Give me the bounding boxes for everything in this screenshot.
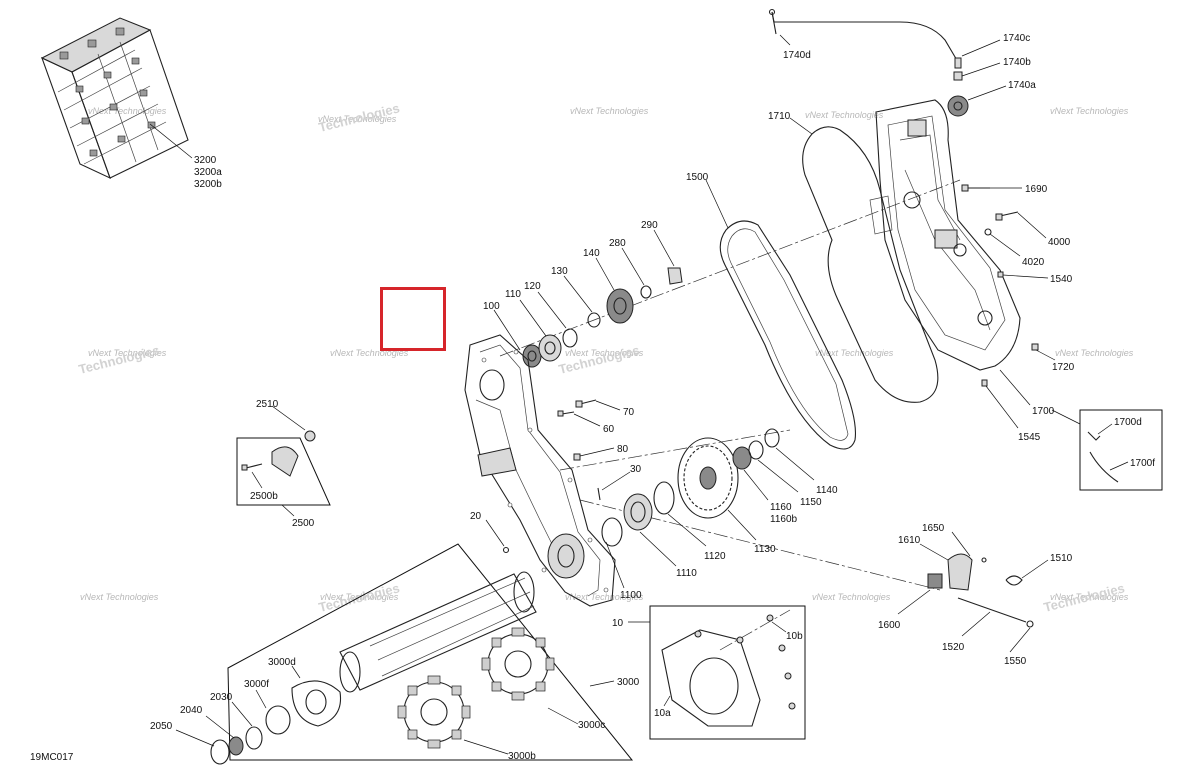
callout-1520: 1520 bbox=[942, 642, 965, 653]
callout-2510: 2510 bbox=[256, 399, 279, 410]
callout-140: 140 bbox=[583, 248, 600, 259]
callout-3000c: 3000c bbox=[578, 720, 605, 731]
watermark: vNext Technologies bbox=[88, 106, 167, 116]
inset-2500: 2510 2500b 2500 bbox=[236, 399, 331, 529]
callout-3000b: 3000b bbox=[508, 751, 536, 762]
watermark: vNext Technologies bbox=[812, 592, 891, 602]
upper-gear-stack: 100 110 120 130 140 280 290 bbox=[483, 220, 683, 368]
figure-code: 19MC017 bbox=[30, 752, 74, 763]
callout-1130: 1130 bbox=[754, 544, 776, 555]
callout-1720: 1720 bbox=[1052, 362, 1075, 373]
watermark: vNext Technologies bbox=[805, 110, 884, 120]
callout-4020: 4020 bbox=[1022, 257, 1045, 268]
callout-1700: 1700 bbox=[1032, 406, 1055, 417]
callout-1610: 1610 bbox=[898, 535, 921, 546]
callout-1160: 1160 bbox=[770, 502, 792, 513]
chain-and-belt: 1710 1500 bbox=[686, 111, 939, 450]
inset-10: 10 10a 10b bbox=[612, 605, 806, 740]
callout-100: 100 bbox=[483, 301, 500, 312]
watermark: vNext Technologies bbox=[318, 114, 397, 124]
watermark: Technologies bbox=[317, 100, 401, 135]
callout-10b: 10b bbox=[786, 631, 803, 642]
callout-1140: 1140 bbox=[816, 485, 838, 496]
callout-3000: 3000 bbox=[617, 677, 640, 688]
watermark: vNext Technologies bbox=[1050, 106, 1129, 116]
callout-30: 30 bbox=[630, 464, 642, 475]
watermark: vNext Technologies bbox=[1050, 592, 1129, 602]
callout-130: 130 bbox=[551, 266, 568, 277]
callout-10a: 10a bbox=[654, 708, 671, 719]
track-assembly: 3200 3200a 3200b bbox=[40, 17, 222, 190]
callout-3200b: 3200b bbox=[194, 179, 222, 190]
callout-110: 110 bbox=[505, 289, 521, 300]
lower-gear-stack: 1100 1110 1120 1130 1160 1160b 1150 1140 bbox=[601, 428, 838, 601]
callout-3200a: 3200a bbox=[194, 167, 222, 178]
sprocket bbox=[481, 627, 555, 701]
cable-assembly: 1740d 1740c 1740b 1740a bbox=[768, 8, 1036, 117]
inset-1700: 1700d 1700f bbox=[1051, 409, 1163, 491]
watermark: Technologies bbox=[1042, 580, 1126, 615]
callout-280: 280 bbox=[609, 238, 626, 249]
callout-10: 10 bbox=[612, 618, 624, 629]
watermark: vNext Technologies bbox=[570, 106, 649, 116]
callout-2500b: 2500b bbox=[250, 491, 278, 502]
center-lines bbox=[499, 179, 961, 651]
callout-120: 120 bbox=[524, 281, 541, 292]
callout-1545: 1545 bbox=[1018, 432, 1041, 443]
callout-3200: 3200 bbox=[194, 155, 217, 166]
callout-1150: 1150 bbox=[800, 497, 822, 508]
callout-1700d: 1700d bbox=[1114, 417, 1142, 428]
callout-4000: 4000 bbox=[1048, 237, 1071, 248]
watermark: vNext Technologies bbox=[80, 592, 159, 602]
callout-1160b: 1160b bbox=[770, 514, 798, 525]
watermarks: vNext Technologies vNext Technologies vN… bbox=[77, 100, 1134, 615]
callout-1500: 1500 bbox=[686, 172, 709, 183]
lever-assembly: 1650 1610 1510 1600 1520 1550 bbox=[878, 523, 1073, 667]
callout-2030: 2030 bbox=[210, 692, 233, 703]
callout-1740a: 1740a bbox=[1008, 80, 1036, 91]
callout-1540: 1540 bbox=[1050, 274, 1073, 285]
watermark: vNext Technologies bbox=[330, 348, 409, 358]
watermark: vNext Technologies bbox=[565, 348, 644, 358]
callout-1710: 1710 bbox=[768, 111, 791, 122]
callout-1550: 1550 bbox=[1004, 656, 1027, 667]
callout-20: 20 bbox=[470, 511, 482, 522]
watermark: vNext Technologies bbox=[565, 592, 644, 602]
callout-3000d: 3000d bbox=[268, 657, 296, 668]
callout-1110: 1110 bbox=[676, 568, 697, 579]
sprocket bbox=[397, 675, 471, 749]
callout-1700f: 1700f bbox=[1130, 458, 1155, 469]
chaincase-cover bbox=[869, 99, 1021, 371]
callout-2050: 2050 bbox=[150, 721, 173, 732]
callout-60: 60 bbox=[603, 424, 615, 435]
callout-70: 70 bbox=[623, 407, 635, 418]
callout-290: 290 bbox=[641, 220, 658, 231]
watermark: vNext Technologies bbox=[88, 348, 167, 358]
callout-1100: 1100 bbox=[620, 590, 642, 601]
chaincase-housing bbox=[464, 334, 616, 607]
callout-80: 80 bbox=[617, 444, 629, 455]
callout-1600: 1600 bbox=[878, 620, 901, 631]
callout-1740b: 1740b bbox=[1003, 57, 1031, 68]
callout-1120: 1120 bbox=[704, 551, 726, 562]
cover-fasteners: 1690 4000 4020 1540 1720 1700 1545 bbox=[961, 184, 1075, 443]
callout-2040: 2040 bbox=[180, 705, 203, 716]
inset-3000: 3000 3000d 3000f 3000c 3000b 2030 2040 2… bbox=[150, 543, 640, 765]
housing-fasteners: 70 60 80 30 20 bbox=[470, 399, 642, 554]
callout-2500: 2500 bbox=[292, 518, 315, 529]
watermark: vNext Technologies bbox=[1055, 348, 1134, 358]
highlight-box bbox=[380, 287, 446, 351]
callout-1740d: 1740d bbox=[783, 50, 811, 61]
callout-1740c: 1740c bbox=[1003, 33, 1030, 44]
callout-3000f: 3000f bbox=[244, 679, 269, 690]
callout-1690: 1690 bbox=[1025, 184, 1048, 195]
callout-1510: 1510 bbox=[1050, 553, 1073, 564]
watermark: vNext Technologies bbox=[815, 348, 894, 358]
callout-1650: 1650 bbox=[922, 523, 945, 534]
